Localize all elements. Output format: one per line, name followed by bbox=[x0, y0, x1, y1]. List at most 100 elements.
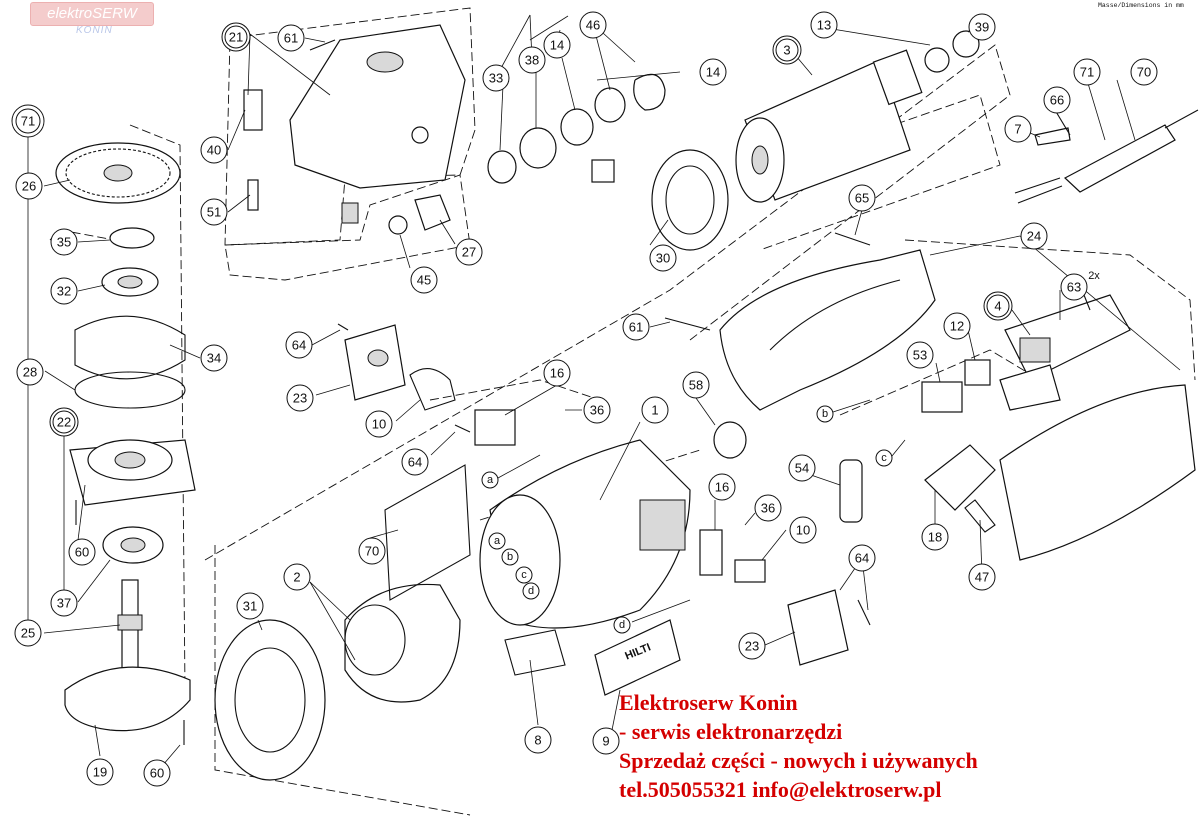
part-label-38: 38 bbox=[525, 53, 539, 68]
switch-lever-part bbox=[999, 364, 1061, 411]
bearing-cap-part bbox=[952, 30, 980, 58]
part-label-2: 2 bbox=[293, 570, 300, 585]
part-label-bubbles: 70 71 39 13 3 14 46 14 38 33 61 21 40 51… bbox=[11, 11, 1158, 787]
cord-bushing-part bbox=[713, 421, 747, 459]
rating-label-part bbox=[384, 464, 471, 601]
part-label-23b: 23 bbox=[745, 639, 759, 654]
part-label-28: 28 bbox=[23, 365, 37, 380]
part-label-65: 65 bbox=[855, 191, 869, 206]
part-label-58: 58 bbox=[689, 378, 703, 393]
pinion-part bbox=[414, 194, 451, 231]
part-label-10a: 10 bbox=[372, 417, 386, 432]
fan-guide-part bbox=[214, 619, 326, 781]
part-label-40: 40 bbox=[207, 143, 221, 158]
part-label-5: 70 bbox=[1137, 65, 1151, 80]
part-label-64a: 64 bbox=[292, 338, 306, 353]
seal-ring-part bbox=[487, 150, 517, 184]
bracket-part bbox=[591, 159, 615, 183]
part-label-53: 53 bbox=[913, 348, 927, 363]
part-label-16a: 16 bbox=[550, 366, 564, 381]
wire-tag-c2: c bbox=[521, 569, 527, 581]
part-label-25: 25 bbox=[21, 626, 35, 641]
armature-bearing-part bbox=[560, 108, 594, 146]
part-label-24: 24 bbox=[1027, 229, 1041, 244]
part-label-61a: 61 bbox=[284, 31, 298, 46]
part-label-39: 39 bbox=[975, 20, 989, 35]
watermark-line-1: Elektroserw Konin bbox=[619, 690, 798, 715]
spring-clip-part bbox=[74, 315, 186, 380]
part-label-12: 12 bbox=[950, 319, 964, 334]
connector-part bbox=[921, 381, 963, 413]
gear-housing-part bbox=[69, 439, 196, 506]
part-label-63: 63 bbox=[1067, 280, 1081, 295]
brush-cover-top-part bbox=[344, 324, 406, 401]
part-label-31: 31 bbox=[243, 599, 257, 614]
part-label-61b: 61 bbox=[629, 320, 643, 335]
handle-cover-part bbox=[999, 384, 1196, 561]
part-label-13: 13 bbox=[817, 18, 831, 33]
part-label-19: 19 bbox=[93, 765, 107, 780]
elektroserw-logo: elektroSERW KONIN bbox=[30, 2, 154, 38]
fan-part bbox=[651, 149, 729, 251]
part-label-60a: 60 bbox=[75, 545, 89, 560]
carbon-brush-part bbox=[409, 368, 456, 411]
armature-rear-bearing-part bbox=[924, 47, 950, 73]
circlip-part bbox=[633, 73, 666, 111]
wire-tag-a1: a bbox=[487, 474, 494, 486]
part-label-16b: 16 bbox=[715, 480, 729, 495]
hilti-badge-part: HILTI bbox=[594, 619, 681, 696]
retaining-ring-part bbox=[594, 87, 626, 123]
gear-head-part bbox=[289, 24, 466, 189]
part-label-27: 27 bbox=[462, 245, 476, 260]
part-label-66: 66 bbox=[1050, 93, 1064, 108]
part-label-1: 1 bbox=[651, 403, 658, 418]
handle-half-part bbox=[719, 249, 936, 411]
part-label-33: 33 bbox=[489, 71, 503, 86]
capacitor-part bbox=[839, 459, 863, 523]
brush-holder-part bbox=[474, 409, 516, 446]
part-label-14b: 14 bbox=[706, 65, 720, 80]
logo-wordmark: elektroSERW bbox=[30, 2, 154, 26]
wire-tag-d1: d bbox=[619, 619, 625, 631]
part-shapes: HILTI bbox=[55, 24, 1199, 781]
washer-part bbox=[519, 127, 557, 169]
wire-tag-a2: a bbox=[494, 535, 501, 547]
part-label-32: 32 bbox=[57, 284, 71, 299]
watermark-line-4: tel.505055321 info@elektroserw.pl bbox=[619, 777, 942, 802]
part-label-45: 45 bbox=[417, 273, 431, 288]
dimensions-note: Masse/Dimensions in mm bbox=[1098, 2, 1184, 9]
spring-part bbox=[964, 499, 996, 533]
wire-letter-tags: a a b c d d b c bbox=[481, 399, 906, 634]
part-label-30: 30 bbox=[656, 251, 670, 266]
qty-note: 2x bbox=[1088, 270, 1100, 282]
part-label-71: 71 bbox=[21, 114, 35, 129]
part-label-37: 37 bbox=[57, 596, 71, 611]
part-label-36b: 36 bbox=[761, 501, 775, 516]
spindle-bearing-part bbox=[102, 526, 164, 564]
part-label-8: 8 bbox=[534, 733, 541, 748]
part-label-14a: 14 bbox=[550, 38, 564, 53]
switch-module-part bbox=[1004, 294, 1131, 381]
sleeve-part bbox=[341, 202, 359, 224]
wire-tag-d2: d bbox=[528, 585, 534, 597]
part-label-3: 3 bbox=[783, 43, 790, 58]
part-label-26: 26 bbox=[22, 179, 36, 194]
bearing-part bbox=[101, 267, 159, 297]
motor-housing-part bbox=[479, 439, 691, 629]
part-label-54: 54 bbox=[795, 461, 809, 476]
part-label-22: 22 bbox=[57, 415, 71, 430]
part-label-64b: 64 bbox=[408, 455, 422, 470]
part-label-23a: 23 bbox=[293, 391, 307, 406]
part-label-18: 18 bbox=[928, 530, 942, 545]
part-label-70: 70 bbox=[365, 544, 379, 559]
armature-part bbox=[735, 49, 923, 203]
part-label-7: 7 bbox=[1014, 122, 1021, 137]
wire-tag-b2: b bbox=[507, 551, 513, 563]
part-label-21: 21 bbox=[229, 30, 243, 45]
guard-part bbox=[64, 666, 191, 732]
ring-part bbox=[109, 227, 155, 249]
part-label-60b: 60 bbox=[150, 766, 164, 781]
part-label-6: 71 bbox=[1080, 65, 1094, 80]
